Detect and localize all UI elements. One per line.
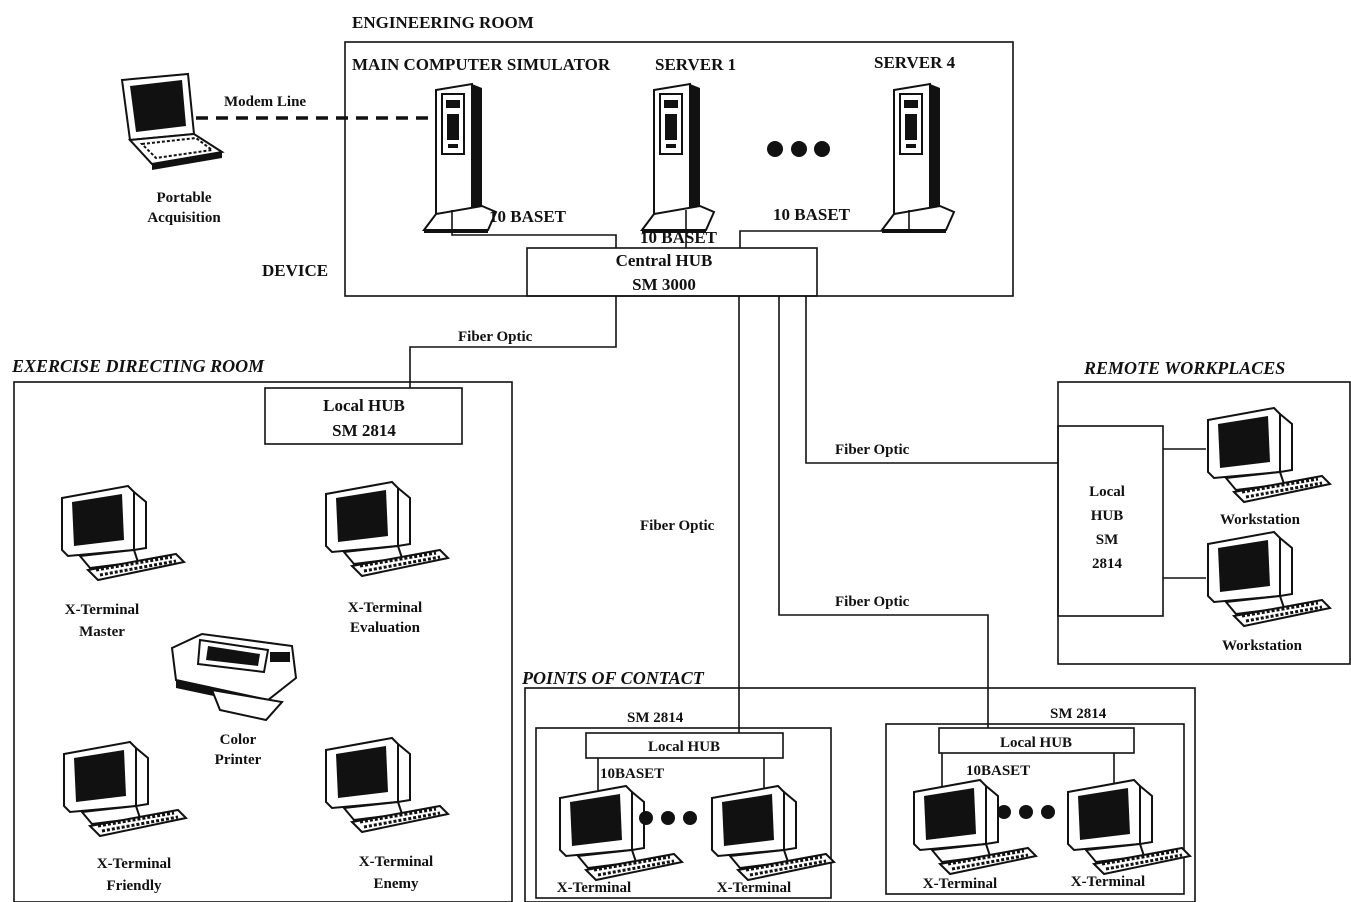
- server1-tower-icon: [642, 84, 714, 233]
- printer-label-line2: Printer: [215, 752, 262, 768]
- server4-tower-icon: [882, 84, 954, 233]
- server4-label: SERVER 4: [874, 53, 956, 72]
- evaluation-label-line2: Evaluation: [350, 620, 421, 636]
- color-printer-icon: [172, 634, 296, 720]
- points-right-dots-icon: [997, 805, 1055, 819]
- server1-label: SERVER 1: [655, 55, 736, 74]
- baset-right-label: 10 BASET: [773, 205, 851, 224]
- points-right-terminal2-icon: [1068, 780, 1190, 874]
- points-left-term1-label: X-Terminal: [557, 880, 631, 896]
- main-computer-label: MAIN COMPUTER SIMULATOR: [352, 55, 611, 74]
- points-right-term1-label: X-Terminal: [923, 876, 997, 892]
- points-left-baset: 10BASET: [600, 766, 664, 782]
- fiber-to-remote: [806, 296, 1058, 463]
- points-right-sm: SM 2814: [1050, 706, 1107, 722]
- points-right-terminal1-icon: [914, 780, 1036, 874]
- points-left-terminal2-icon: [712, 786, 834, 880]
- enemy-terminal-icon: [326, 738, 448, 832]
- remote-hub-l2: HUB: [1091, 508, 1124, 524]
- central-hub-line1: Central HUB: [616, 251, 713, 270]
- modem-line-label: Modem Line: [224, 94, 306, 110]
- master-terminal-icon: [62, 486, 184, 580]
- central-hub-line2: SM 3000: [632, 275, 696, 294]
- portable-label-line2: Acquisition: [147, 210, 221, 226]
- fiber-points2-label: Fiber Optic: [835, 594, 910, 610]
- baset-center-label: 10 BASET: [640, 228, 718, 247]
- printer-label-line1: Color: [220, 732, 257, 748]
- remote-title: REMOTE WORKPLACES: [1083, 358, 1285, 378]
- fiber-points-label: Fiber Optic: [640, 518, 715, 534]
- points-left-hub-label: Local HUB: [648, 739, 720, 755]
- fiber-to-points-right: [779, 296, 988, 728]
- master-label-line1: X-Terminal: [65, 602, 139, 618]
- points-title: POINTS OF CONTACT: [521, 668, 705, 688]
- enemy-label-line1: X-Terminal: [359, 854, 433, 870]
- friendly-terminal-icon: [64, 742, 186, 836]
- points-left-term2-label: X-Terminal: [717, 880, 791, 896]
- friendly-label-line1: X-Terminal: [97, 856, 171, 872]
- engineering-room-title: ENGINEERING ROOM: [352, 13, 534, 32]
- ellipsis-dots-icon: [767, 141, 830, 157]
- enemy-label-line2: Enemy: [374, 876, 420, 892]
- evaluation-terminal-icon: [326, 482, 448, 576]
- remote-hub-l1: Local: [1089, 484, 1125, 500]
- exercise-room-title: EXERCISE DIRECTING ROOM: [11, 356, 265, 376]
- workstation2-label: Workstation: [1222, 638, 1303, 654]
- fiber-remote-label: Fiber Optic: [835, 442, 910, 458]
- points-right-baset: 10BASET: [966, 763, 1030, 779]
- portable-label-line1: Portable: [157, 190, 212, 206]
- points-right-term2-label: X-Terminal: [1071, 874, 1145, 890]
- workstation1-icon: [1208, 408, 1330, 502]
- main-computer-tower-icon: [424, 84, 496, 233]
- points-left-dots-icon: [639, 811, 697, 825]
- workstation2-icon: [1208, 532, 1330, 626]
- exercise-hub-line1: Local HUB: [323, 396, 405, 415]
- exercise-hub-line2: SM 2814: [332, 421, 396, 440]
- workstation1-label: Workstation: [1220, 512, 1301, 528]
- laptop-icon: [122, 74, 222, 170]
- points-right-hub-label: Local HUB: [1000, 735, 1072, 751]
- baset-left-label: 10 BASET: [489, 207, 567, 226]
- friendly-label-line2: Friendly: [107, 878, 162, 894]
- points-left-sm: SM 2814: [627, 710, 684, 726]
- remote-hub-l3: SM: [1096, 532, 1119, 548]
- points-left-terminal1-icon: [560, 786, 682, 880]
- master-label-line2: Master: [79, 624, 125, 640]
- device-label: DEVICE: [262, 261, 328, 280]
- evaluation-label-line1: X-Terminal: [348, 600, 422, 616]
- fiber-exercise-label: Fiber Optic: [458, 329, 533, 345]
- remote-hub-l4: 2814: [1092, 556, 1123, 572]
